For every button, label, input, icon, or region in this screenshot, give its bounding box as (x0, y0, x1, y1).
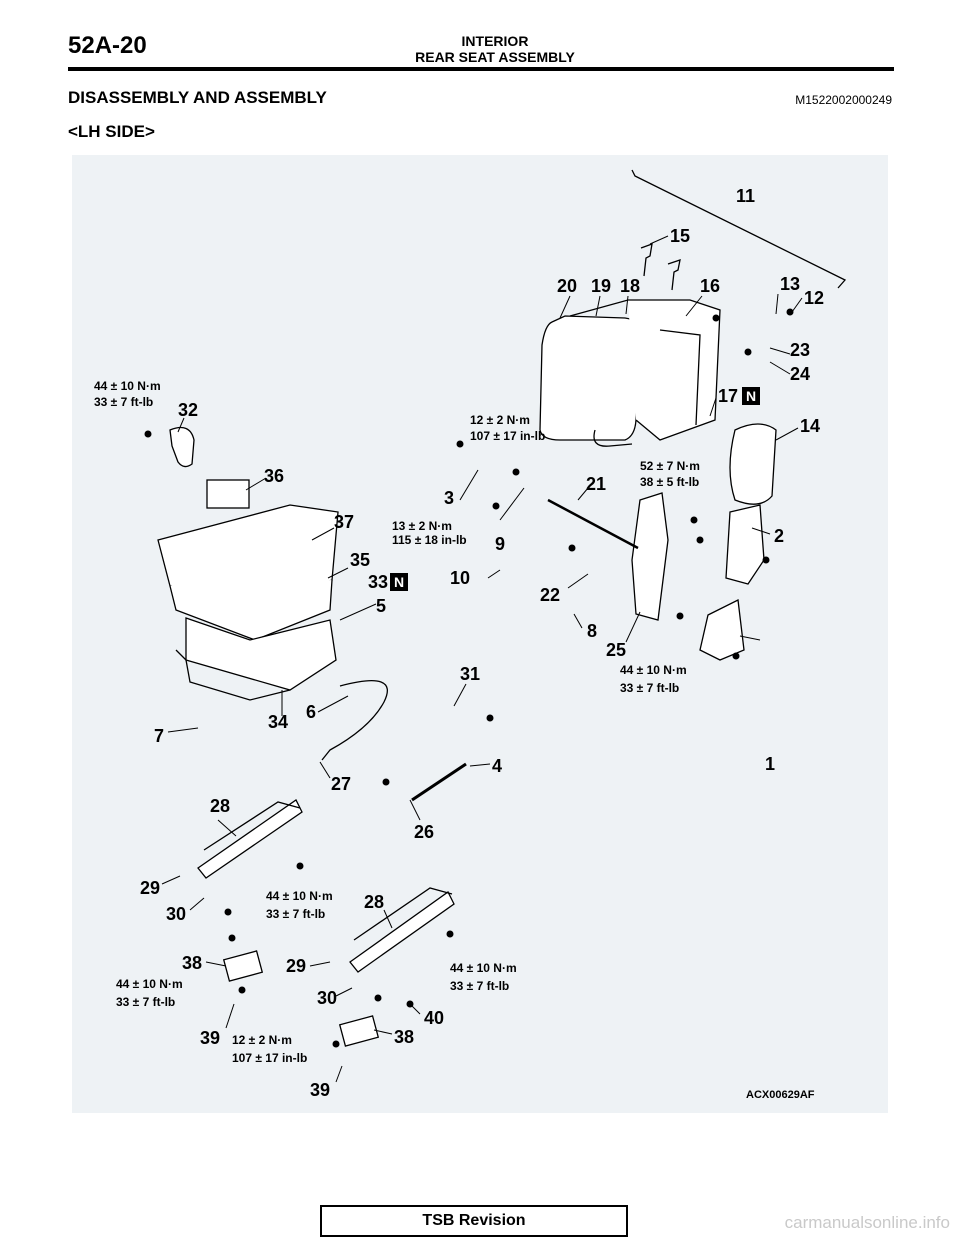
part-label: 38 (394, 1027, 414, 1047)
part-label: 2 (774, 526, 784, 546)
torque-spec: 13 ± 2 N·m (392, 519, 452, 533)
torque-spec: 107 ± 17 in-lb (232, 1051, 307, 1065)
page-number: 52A-20 (68, 32, 147, 59)
part-label: 25 (606, 640, 626, 660)
header-divider (68, 67, 894, 71)
part-label: 29 (286, 956, 306, 976)
figure-id: ACX00629AF (746, 1089, 815, 1101)
part-label: 8 (587, 621, 597, 641)
part-label: 7 (154, 726, 164, 746)
part-label: 26 (414, 822, 434, 842)
part-label: 37 (334, 512, 354, 532)
part-label: 10 (450, 568, 470, 588)
part-label: 21 (586, 474, 606, 494)
watermark: carmanualsonline.info (784, 1213, 950, 1232)
subsection-title: REAR SEAT ASSEMBLY (415, 49, 575, 65)
part-label: 16 (700, 276, 720, 296)
part-label: 33 (368, 572, 388, 592)
part-label: 23 (790, 340, 810, 360)
part-label: 30 (166, 904, 186, 924)
part-label: 1 (765, 754, 775, 774)
part-label: 12 (804, 288, 824, 308)
torque-spec: 52 ± 7 N·m (640, 459, 700, 473)
part-label: 5 (376, 596, 386, 616)
part-label: 6 (306, 702, 316, 722)
new-part-mark: N (394, 574, 404, 590)
torque-spec: 44 ± 10 N·m (116, 977, 183, 991)
exploded-diagram: N N 1 2 3 4 5 6 7 8 9 10 11 12 13 14 15 … (72, 155, 888, 1113)
tsb-revision-box: TSB Revision (320, 1205, 628, 1237)
part-label: 22 (540, 585, 560, 605)
torque-spec: 33 ± 7 ft-lb (450, 979, 509, 993)
torque-spec: 38 ± 5 ft-lb (640, 475, 699, 489)
part-label: 28 (210, 796, 230, 816)
torque-spec: 44 ± 10 N·m (94, 379, 161, 393)
part-label: 15 (670, 226, 690, 246)
part-label: 39 (200, 1028, 220, 1048)
procedure-title: DISASSEMBLY AND ASSEMBLY (68, 88, 327, 107)
torque-spec: 12 ± 2 N·m (470, 413, 530, 427)
part-label: 32 (178, 400, 198, 420)
part-label: 11 (736, 186, 755, 206)
torque-spec: 44 ± 10 N·m (450, 961, 517, 975)
part-label: 13 (780, 274, 800, 294)
part-label: 17 (718, 386, 738, 406)
part-label: 18 (620, 276, 640, 296)
part-label: 29 (140, 878, 160, 898)
torque-spec: 12 ± 2 N·m (232, 1033, 292, 1047)
part-label: 3 (444, 488, 454, 508)
part-label: 38 (182, 953, 202, 973)
part-label: 28 (364, 892, 384, 912)
part-label: 14 (800, 416, 820, 436)
part-label: 35 (350, 550, 370, 570)
part-label: 40 (424, 1008, 444, 1028)
part-label: 20 (557, 276, 577, 296)
section-title: INTERIOR (461, 33, 529, 49)
torque-spec: 44 ± 10 N·m (266, 889, 333, 903)
part-label: 39 (310, 1080, 330, 1100)
new-part-mark: N (746, 388, 756, 404)
torque-spec: 115 ± 18 in-lb (392, 533, 467, 547)
part-label: 36 (264, 466, 284, 486)
side-label: <LH SIDE> (68, 122, 155, 141)
torque-spec: 44 ± 10 N·m (620, 663, 687, 677)
page-header: INTERIOR REAR SEAT ASSEMBLY (320, 33, 670, 65)
torque-spec: 33 ± 7 ft-lb (94, 395, 153, 409)
document-code: M1522002000249 (795, 93, 892, 107)
part-label: 19 (591, 276, 611, 296)
part-label: 34 (268, 712, 288, 732)
part-label: 30 (317, 988, 337, 1008)
torque-spec: 33 ± 7 ft-lb (620, 681, 679, 695)
torque-spec: 33 ± 7 ft-lb (266, 907, 325, 921)
part-label: 9 (495, 534, 505, 554)
torque-spec: 107 ± 17 in-lb (470, 429, 545, 443)
part-label: 31 (460, 664, 480, 684)
torque-spec: 33 ± 7 ft-lb (116, 995, 175, 1009)
part-label: 27 (331, 774, 351, 794)
part-label: 4 (492, 756, 502, 776)
part-label: 24 (790, 364, 810, 384)
